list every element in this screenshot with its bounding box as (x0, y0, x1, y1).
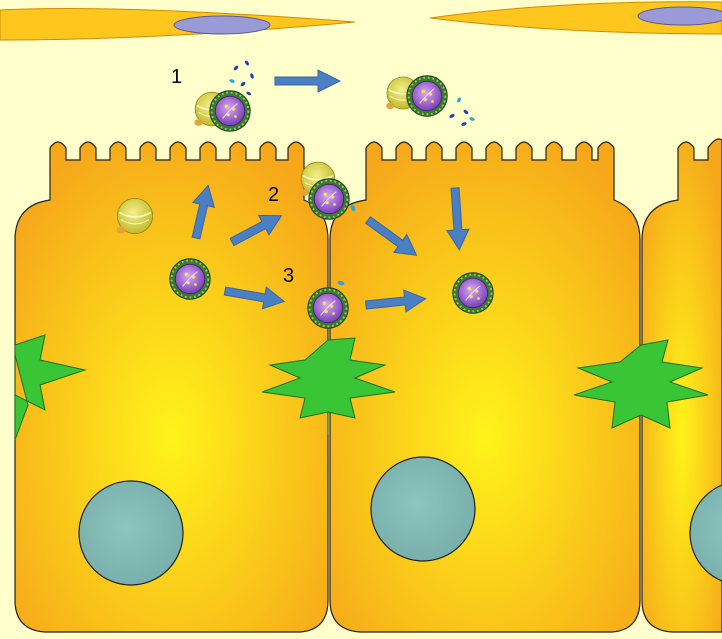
nucleus-icon (689, 484, 722, 582)
step-label-2: 2 (268, 184, 279, 206)
epithelial-cell-middle (329, 141, 641, 633)
nucleus-icon (370, 456, 476, 562)
virion-icon (208, 89, 252, 133)
arrow-icon (229, 214, 283, 247)
virion-icon (451, 271, 495, 315)
top-cell-left (0, 8, 356, 41)
antibody-icon (228, 59, 255, 96)
tight-junction-icon (261, 337, 396, 435)
bacterium-icon (115, 197, 154, 235)
arrow-icon (223, 286, 286, 310)
arrow-icon (364, 216, 418, 256)
virion-icon (306, 286, 350, 330)
nucleus-icon (78, 480, 184, 586)
tight-junction-icon (14, 334, 87, 441)
arrow-icon (274, 69, 342, 93)
antibody-icon (448, 96, 476, 127)
nucleus-icon (637, 6, 722, 26)
arrow-icon (446, 187, 470, 251)
epithelial-cell-right (641, 138, 722, 633)
nucleus-icon (173, 15, 271, 35)
tight-junction-icon (573, 339, 709, 429)
virion-icon (307, 177, 351, 221)
step-label-1: 1 (171, 66, 182, 88)
arrow-icon (365, 289, 427, 313)
epithelial-cell-left (14, 141, 329, 633)
virion-icon (405, 74, 449, 118)
top-cell-right (429, 1, 722, 35)
virion-icon (168, 257, 212, 301)
step-label-3: 3 (283, 265, 294, 287)
arrow-icon (191, 184, 216, 240)
